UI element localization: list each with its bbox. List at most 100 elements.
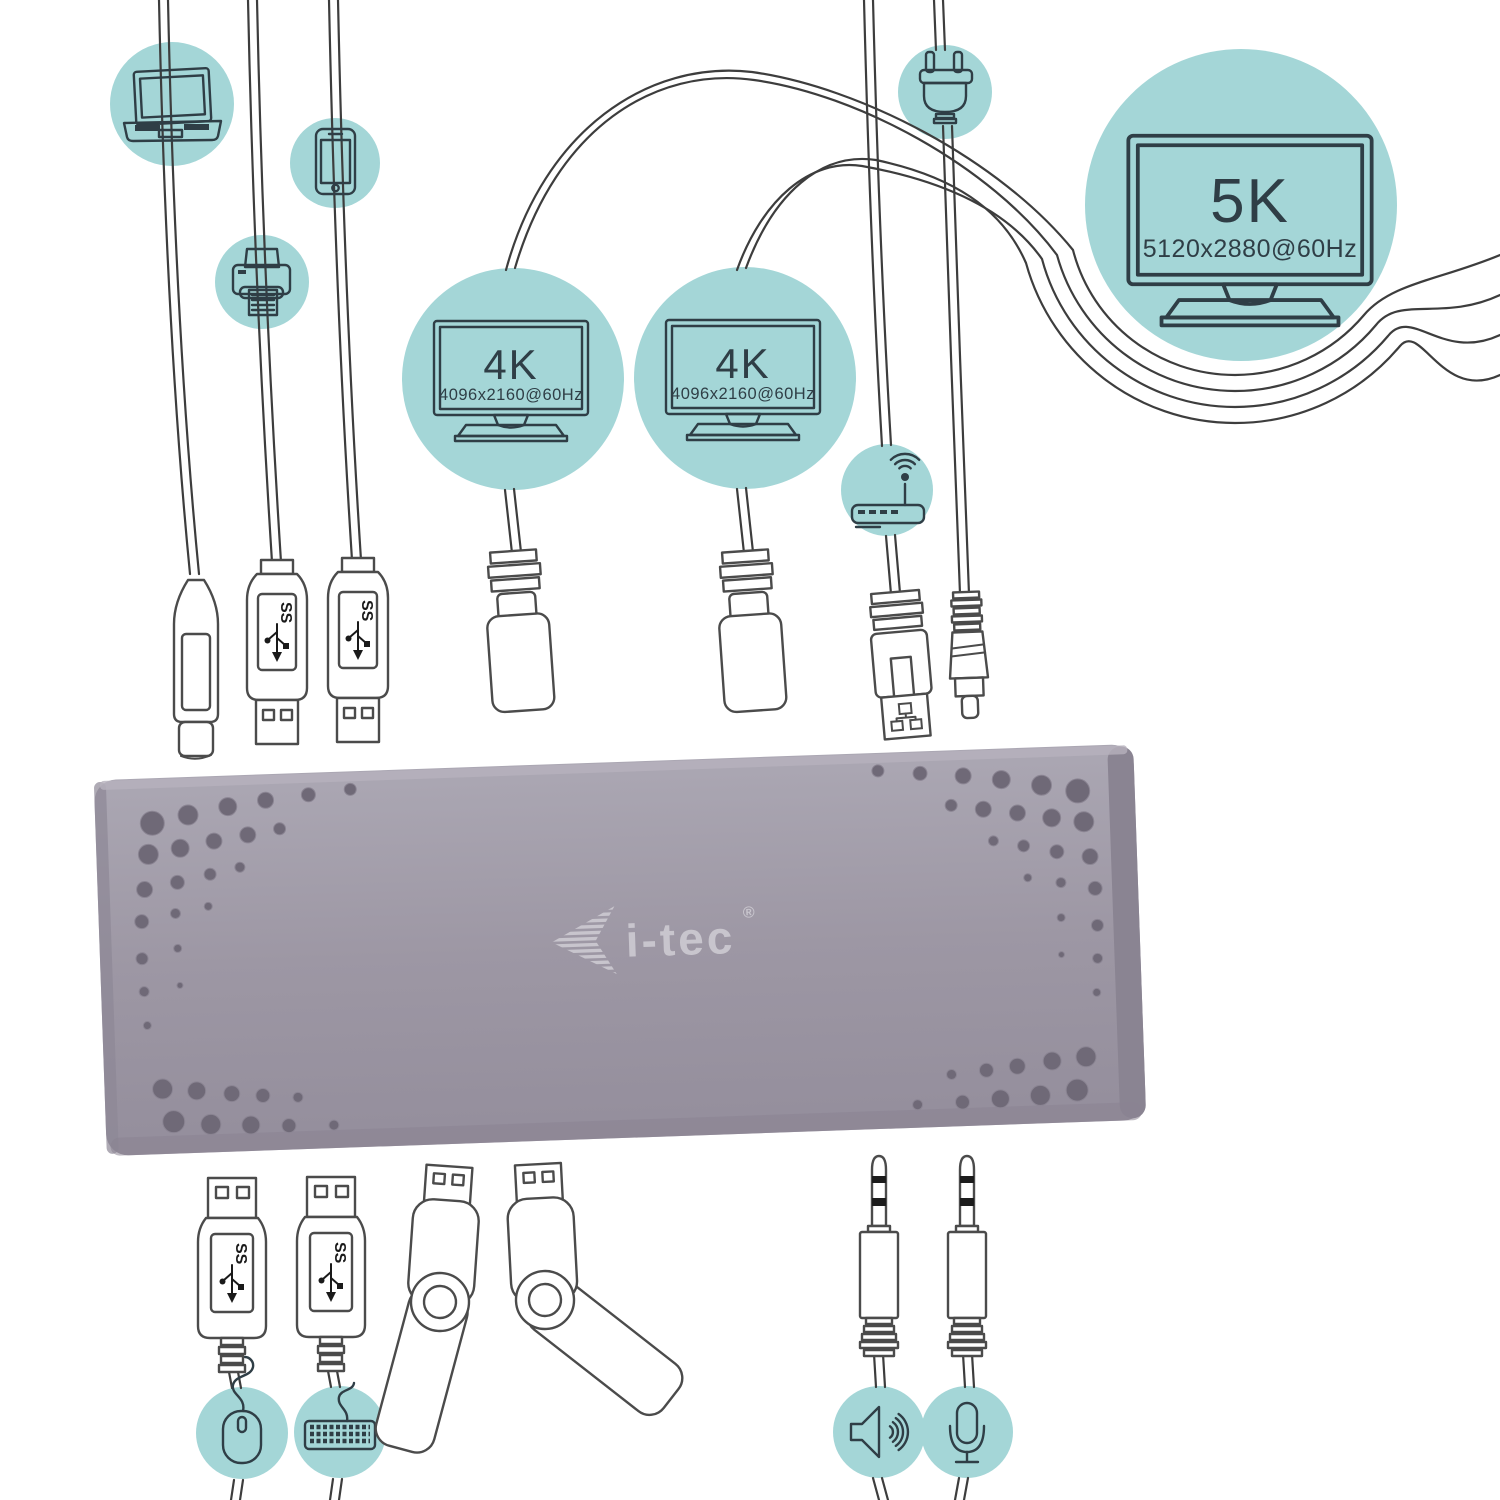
monitor-4k-right-badge	[634, 267, 856, 489]
dock-hole	[223, 1085, 241, 1103]
dock-hole	[871, 764, 885, 778]
dock-top-highlight	[99, 745, 1128, 790]
microphone-badge	[921, 1386, 1013, 1478]
monitor-4k-right-label: 4K	[715, 340, 770, 387]
dock-hole	[955, 1094, 971, 1110]
monitor-4k-left-icon: 4K 4096x2160@60Hz	[432, 319, 590, 443]
ethernet-rj45-connector	[869, 588, 933, 741]
monitor-5k-icon: 5K 5120x2880@60Hz	[1126, 133, 1374, 328]
dock-hole	[300, 787, 316, 803]
dock-hole	[187, 1081, 207, 1101]
dock-hole	[1090, 918, 1104, 932]
dock-hole	[1065, 778, 1091, 804]
dock-hole	[281, 1118, 297, 1134]
power-plug-icon	[918, 50, 974, 125]
brand-name: i-tec	[625, 911, 736, 967]
dock-hole	[1057, 951, 1065, 959]
dock-hole	[200, 1113, 222, 1135]
usb-a-connector	[245, 558, 309, 746]
dock-speaker-holes	[134, 764, 1104, 1135]
dock-hole	[1031, 774, 1053, 796]
dock-hole	[987, 835, 999, 847]
wifi-router-icon	[850, 452, 926, 529]
dock-hole	[343, 782, 357, 796]
dock-hole	[1065, 1078, 1089, 1102]
usb-c-connector	[172, 578, 220, 760]
dock-hole	[974, 800, 992, 818]
printer-icon	[231, 247, 292, 317]
dock-hole	[169, 907, 181, 919]
monitor-5k-label: 5K	[1210, 167, 1290, 236]
dock-hole	[1087, 880, 1103, 896]
dock-hole	[162, 1110, 186, 1134]
dock-hole	[1073, 811, 1095, 833]
usb-flash-drive	[503, 1161, 684, 1417]
dc-power-connector	[948, 590, 990, 720]
audio-jack-connector	[946, 1154, 988, 1358]
dock-hole	[142, 1021, 152, 1031]
printer-badge	[215, 235, 309, 329]
audio-jack-connector	[858, 1154, 900, 1358]
dock-hole	[1017, 839, 1031, 853]
display-cable-connector	[480, 547, 557, 714]
dock-hole	[1081, 848, 1099, 866]
cables	[157, 0, 1500, 1500]
dock-hole	[1042, 808, 1062, 828]
dock-hole	[912, 765, 928, 781]
monitor-4k-left-label: 4K	[483, 341, 538, 388]
dock-hole	[1049, 844, 1065, 860]
registered-trademark: ®	[742, 904, 755, 921]
dock-hole	[990, 1089, 1010, 1109]
dock-device: i-tec ®	[94, 744, 1146, 1156]
usb-flash-drive	[374, 1162, 484, 1454]
dock-hole	[169, 874, 185, 890]
dock-hole	[152, 1078, 174, 1100]
dock-left-edge	[94, 782, 119, 1154]
dock-hole	[241, 1115, 261, 1135]
usb-a-connector	[295, 1175, 367, 1373]
dock-hole	[1023, 873, 1033, 883]
dock-hole	[912, 1099, 924, 1111]
monitor-4k-left-resolution: 4096x2160@60Hz	[439, 386, 583, 404]
dock-hole	[328, 1119, 340, 1131]
dock-hole	[177, 804, 199, 826]
smartphone-badge	[290, 118, 380, 208]
dock-hole	[203, 901, 213, 911]
dock-bottom-shade	[110, 1102, 1142, 1156]
power-plug-badge	[898, 45, 992, 139]
display-cable-connector	[712, 547, 789, 714]
monitor-4k-left-badge	[402, 268, 624, 490]
dock-hole	[1008, 1057, 1026, 1075]
usb-a-connector	[326, 556, 390, 744]
dock-hole	[944, 798, 958, 812]
dock-hole	[218, 797, 238, 817]
dock-hole	[255, 1088, 271, 1104]
keyboard-icon	[303, 1381, 377, 1451]
usb-a-connector	[196, 1176, 268, 1374]
dock-hole	[137, 843, 159, 865]
monitor-5k-resolution: 5120x2880@60Hz	[1143, 235, 1357, 263]
dock-hole	[257, 791, 275, 809]
dock-hole	[136, 881, 154, 899]
monitor-4k-right-icon: 4K 4096x2160@60Hz	[664, 318, 822, 442]
dock-hole	[138, 986, 150, 998]
dock-body	[94, 744, 1146, 1156]
dock-hole	[139, 810, 165, 836]
dock-hole	[239, 826, 257, 844]
dock-hole	[946, 1069, 958, 1081]
dock-hole	[1092, 987, 1102, 997]
dock-hole	[203, 867, 217, 881]
dock-hole	[205, 832, 223, 850]
dock-hole	[1055, 877, 1067, 889]
dock-hole	[234, 861, 246, 873]
dock-hole	[991, 770, 1011, 790]
smartphone-icon	[314, 127, 357, 196]
dock-right-edge	[1107, 746, 1146, 1119]
speaker-icon	[849, 1405, 910, 1459]
dock-hole	[978, 1062, 994, 1078]
dock-hole	[273, 822, 287, 836]
dock-hole	[1029, 1084, 1051, 1106]
dock-hole	[1075, 1046, 1097, 1068]
